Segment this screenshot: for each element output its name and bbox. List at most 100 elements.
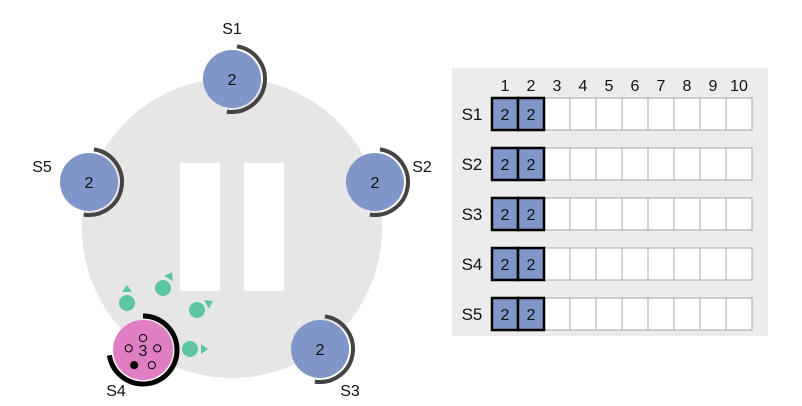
- log-slot[interactable]: [595, 97, 623, 131]
- log-slot[interactable]: [595, 297, 623, 331]
- election-timeout-arc: [314, 314, 356, 384]
- message-dot: [119, 295, 135, 311]
- log-row-label: S1: [462, 105, 483, 124]
- log-slot[interactable]: [595, 247, 623, 281]
- message-arrow-icon: [122, 285, 132, 292]
- log-slot[interactable]: [543, 247, 571, 281]
- log-slot[interactable]: [595, 147, 623, 181]
- log-slot[interactable]: [543, 197, 571, 231]
- log-slot[interactable]: [621, 97, 649, 131]
- log-entry-term: 2: [501, 307, 510, 324]
- server-term: 2: [228, 72, 237, 89]
- log-slot[interactable]: [725, 297, 753, 331]
- log-entry-term: 2: [501, 207, 510, 224]
- log-slot[interactable]: [621, 247, 649, 281]
- log-row-label: S5: [462, 305, 483, 324]
- log-slot[interactable]: [673, 197, 701, 231]
- server-node[interactable]: [60, 153, 118, 211]
- server-s3[interactable]: 2S3: [291, 314, 360, 400]
- log-slot[interactable]: [621, 197, 649, 231]
- log-row-label: S2: [462, 155, 483, 174]
- log-slot[interactable]: [569, 247, 597, 281]
- server-s4[interactable]: 3S4: [106, 313, 180, 400]
- log-entry[interactable]: [490, 146, 520, 182]
- log-slot[interactable]: [543, 147, 571, 181]
- log-slot[interactable]: [647, 297, 675, 331]
- log-slot[interactable]: [699, 197, 727, 231]
- log-slot[interactable]: [699, 297, 727, 331]
- election-timeout-arc: [106, 313, 180, 387]
- log-slot[interactable]: [569, 147, 597, 181]
- log-slot[interactable]: [699, 147, 727, 181]
- server-term: 2: [316, 342, 325, 359]
- vote-dot: [153, 344, 162, 353]
- log-entry-term: 2: [527, 207, 536, 224]
- server-node[interactable]: [203, 50, 261, 108]
- server-label: S2: [412, 159, 432, 176]
- request-vote-message[interactable]: [119, 285, 135, 311]
- log-slot[interactable]: [725, 197, 753, 231]
- log-index-label: 10: [730, 78, 748, 95]
- log-slot[interactable]: [673, 297, 701, 331]
- election-timeout-arc: [369, 147, 411, 217]
- log-entry[interactable]: [516, 96, 546, 132]
- log-slot[interactable]: [699, 247, 727, 281]
- cluster-background[interactable]: [82, 78, 382, 378]
- log-slot[interactable]: [725, 247, 753, 281]
- server-s1[interactable]: 2S1: [203, 21, 267, 114]
- log-slot[interactable]: [725, 147, 753, 181]
- election-timeout-arc: [226, 44, 267, 114]
- log-slot[interactable]: [569, 297, 597, 331]
- message-arrow-icon: [201, 344, 208, 354]
- log-slot[interactable]: [647, 247, 675, 281]
- log-slot[interactable]: [647, 197, 675, 231]
- log-slot[interactable]: [673, 247, 701, 281]
- log-slot[interactable]: [647, 147, 675, 181]
- server-s5[interactable]: 2 S5: [32, 147, 125, 217]
- log-index-label: 6: [631, 78, 640, 95]
- log-entry[interactable]: [516, 196, 546, 232]
- request-vote-message[interactable]: [182, 341, 208, 357]
- server-node[interactable]: [346, 153, 404, 211]
- log-entry[interactable]: [516, 246, 546, 282]
- log-slot[interactable]: [673, 147, 701, 181]
- log-slot[interactable]: [569, 197, 597, 231]
- log-slot[interactable]: [699, 97, 727, 131]
- server-s2[interactable]: 2S2: [346, 147, 432, 217]
- log-slot[interactable]: [543, 297, 571, 331]
- server-label: S4: [106, 383, 126, 400]
- log-slot[interactable]: [725, 97, 753, 131]
- log-slot[interactable]: [595, 197, 623, 231]
- log-index-label: 9: [709, 78, 718, 95]
- pause-icon[interactable]: [180, 163, 284, 291]
- vote-dot: [124, 344, 133, 353]
- server-node[interactable]: [291, 320, 349, 378]
- log-index-label: 4: [579, 78, 588, 95]
- server-term: 3: [139, 343, 148, 360]
- vote-dot: [147, 361, 156, 370]
- server-node[interactable]: [113, 320, 173, 380]
- log-index-label: 3: [553, 78, 562, 95]
- server-term: 2: [85, 175, 94, 192]
- log-slot[interactable]: [621, 297, 649, 331]
- log-slot[interactable]: [673, 97, 701, 131]
- request-vote-message[interactable]: [189, 300, 213, 318]
- log-slot[interactable]: [543, 97, 571, 131]
- message-arrow-icon: [164, 272, 173, 281]
- log-row-label: S3: [462, 205, 483, 224]
- log-index-label: 8: [683, 78, 692, 95]
- message-dot: [155, 280, 171, 296]
- log-entry[interactable]: [516, 146, 546, 182]
- log-index-label: 7: [657, 78, 666, 95]
- log-slot[interactable]: [621, 147, 649, 181]
- request-vote-message[interactable]: [155, 272, 173, 296]
- log-slot[interactable]: [569, 97, 597, 131]
- server-label: S5: [32, 159, 52, 176]
- log-slot[interactable]: [647, 97, 675, 131]
- log-entry[interactable]: [516, 296, 546, 332]
